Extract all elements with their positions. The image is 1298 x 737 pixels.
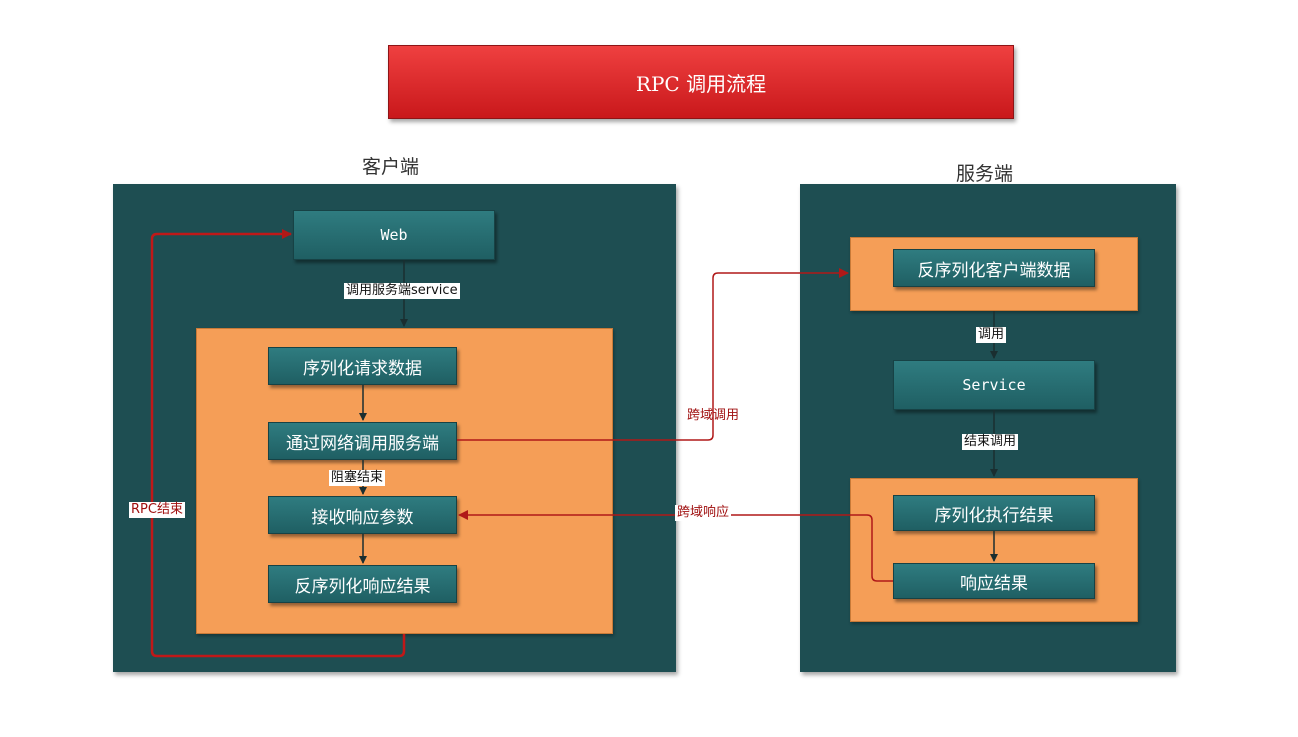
service-node[interactable]: Service <box>893 360 1095 410</box>
rpc-end-loop-arrow <box>150 229 406 658</box>
serialize-result-node[interactable]: 序列化执行结果 <box>893 495 1095 531</box>
server-label: 服务端 <box>956 163 1014 185</box>
block-end-label: 阻塞结束 <box>329 470 386 486</box>
web-node[interactable]: Web <box>293 210 495 260</box>
deserialize-client-node[interactable]: 反序列化客户端数据 <box>893 249 1095 287</box>
response-result-node[interactable]: 响应结果 <box>893 563 1095 599</box>
invoke-label: 调用 <box>976 327 1007 343</box>
end-call-label: 结束调用 <box>962 434 1019 450</box>
cross-domain-call-arrow <box>457 268 849 441</box>
cross-response-label: 跨域响应 <box>675 505 732 521</box>
client-label: 客户端 <box>362 156 420 178</box>
call-service-label: 调用服务端service <box>344 283 460 299</box>
rpc-end-label: RPC结束 <box>129 502 185 518</box>
diagram-title: RPC 调用流程 <box>388 45 1014 119</box>
deserialize-response-node[interactable]: 反序列化响应结果 <box>268 565 457 603</box>
serialize-request-node[interactable]: 序列化请求数据 <box>268 347 457 385</box>
cross-domain-response-arrow <box>458 510 893 582</box>
receive-response-node[interactable]: 接收响应参数 <box>268 496 457 534</box>
cross-call-label: 跨域调用 <box>687 408 740 423</box>
network-call-node[interactable]: 通过网络调用服务端 <box>268 422 457 460</box>
